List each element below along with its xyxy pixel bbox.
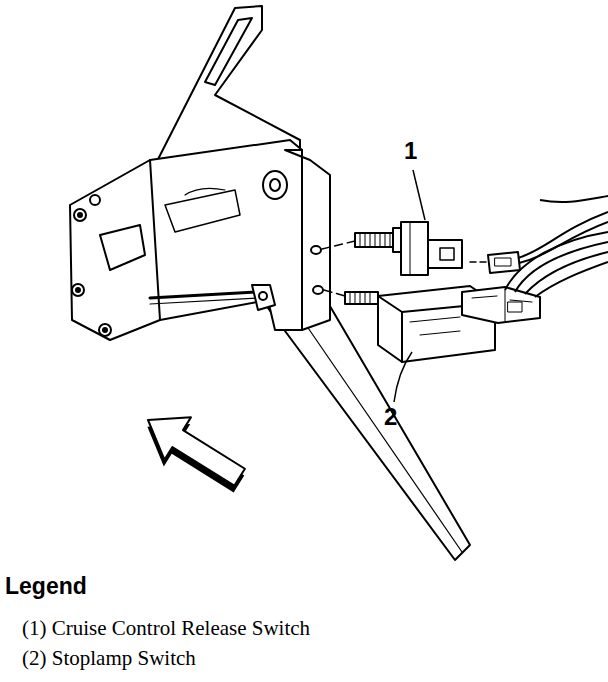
legend-entry: (1) Cruise Control Release Switch [22,617,310,640]
callout-number: 1 [404,138,417,164]
legend-entry: (2) Stoplamp Switch [22,647,196,670]
callout-number: 2 [384,404,397,430]
legend-heading: Legend [5,574,87,599]
